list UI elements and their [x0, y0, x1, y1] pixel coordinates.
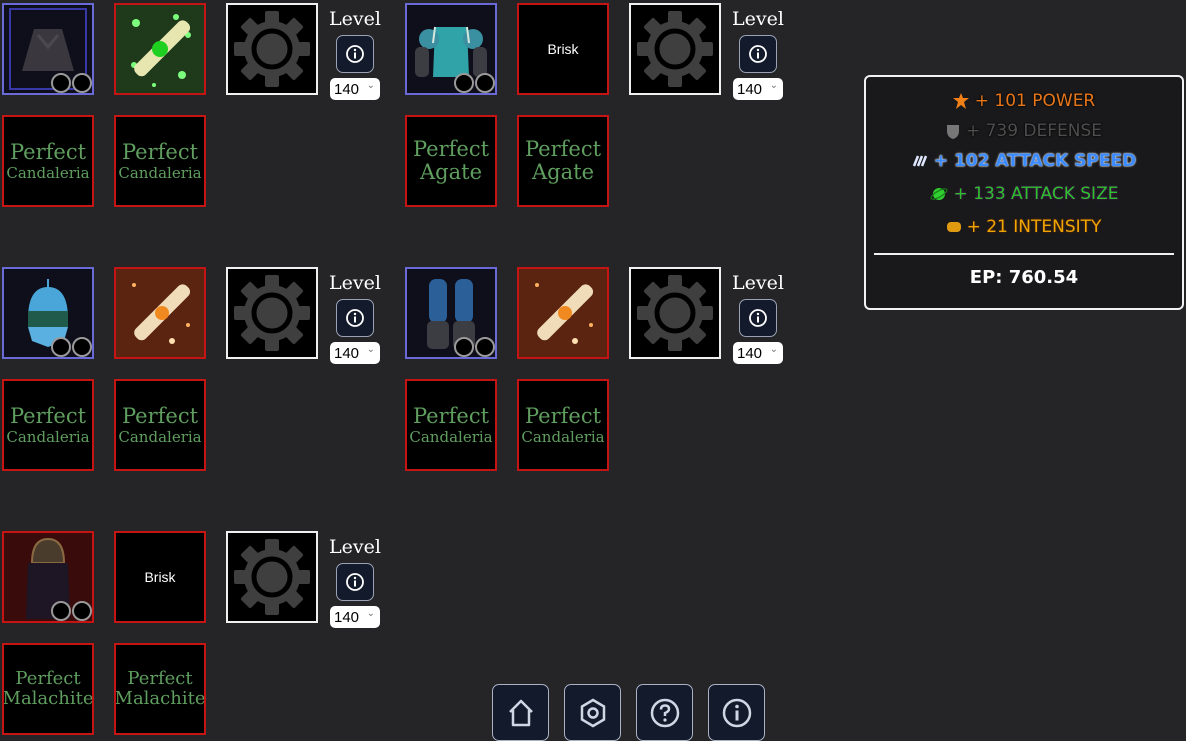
home-button[interactable] — [492, 684, 549, 741]
info-icon — [346, 573, 364, 591]
reforge-slot[interactable] — [629, 3, 721, 95]
info-icon — [346, 45, 364, 63]
level-info-button[interactable] — [336, 35, 374, 73]
stat-attack-speed: + 102 ATTACK SPEED — [866, 151, 1182, 171]
help-button[interactable] — [636, 684, 693, 741]
info-icon — [749, 45, 767, 63]
stat-power: + 101 POWER — [866, 91, 1182, 111]
orange-scroll-icon — [116, 269, 204, 357]
level-info-button[interactable] — [739, 299, 777, 337]
settings-button[interactable] — [564, 684, 621, 741]
attack-speed-icon — [912, 155, 927, 167]
bottom-nav — [492, 684, 780, 741]
defense-icon — [946, 125, 959, 139]
level-control: Level 140⌄ — [328, 8, 382, 100]
info-button[interactable] — [708, 684, 765, 741]
level-select[interactable]: 140⌄ — [330, 78, 380, 100]
armor-slot[interactable] — [405, 267, 497, 359]
level-control: Level 140⌄ — [731, 272, 785, 364]
socket-pair — [50, 73, 92, 93]
reforge-slot[interactable] — [226, 531, 318, 623]
gear-icon — [234, 539, 310, 615]
gear-icon — [234, 275, 310, 351]
info-icon — [722, 698, 751, 727]
level-select[interactable]: 140⌄ — [733, 78, 783, 100]
level-label: Level — [732, 272, 784, 294]
chevron-down-icon: ⌄ — [769, 80, 778, 91]
enchant-slot[interactable]: Brisk — [114, 531, 206, 623]
socket-pair — [50, 337, 92, 357]
level-label: Level — [329, 8, 381, 30]
enchant-slot[interactable]: Brisk — [517, 3, 609, 95]
intensity-icon — [946, 222, 961, 232]
level-select[interactable]: 140⌄ — [330, 606, 380, 628]
enchant-slot[interactable] — [114, 267, 206, 359]
level-info-button[interactable] — [336, 299, 374, 337]
enchant-label: Brisk — [144, 569, 176, 585]
reforge-slot[interactable] — [226, 267, 318, 359]
enchant-slot[interactable] — [517, 267, 609, 359]
power-icon — [952, 93, 969, 109]
level-select[interactable]: 140⌄ — [733, 342, 783, 364]
level-label: Level — [329, 536, 381, 558]
stat-intensity: + 21 INTENSITY — [866, 217, 1182, 237]
orange-scroll-icon — [519, 269, 607, 357]
green-scroll-icon — [116, 5, 204, 93]
socket-pair — [453, 337, 495, 357]
level-label: Level — [329, 272, 381, 294]
robe-armor-icon — [9, 8, 87, 90]
armor-slot[interactable] — [2, 267, 94, 359]
chevron-down-icon: ⌄ — [366, 344, 375, 355]
hexagon-settings-icon — [580, 698, 605, 727]
level-label: Level — [732, 8, 784, 30]
reforge-slot[interactable] — [629, 267, 721, 359]
level-select[interactable]: 140⌄ — [330, 342, 380, 364]
socket-pair — [453, 73, 495, 93]
question-icon — [650, 698, 679, 727]
enchant-label: Brisk — [547, 41, 579, 57]
level-control: Level 140⌄ — [328, 272, 382, 364]
gear-icon — [637, 11, 713, 87]
armor-slot[interactable] — [2, 3, 94, 95]
reforge-slot[interactable] — [226, 3, 318, 95]
stat-defense: + 739 DEFENSE — [866, 121, 1182, 141]
level-info-button[interactable] — [739, 35, 777, 73]
stat-attack-size: + 133 ATTACK SIZE — [866, 184, 1182, 204]
level-info-button[interactable] — [336, 563, 374, 601]
attack-size-icon — [930, 188, 948, 200]
info-icon — [346, 309, 364, 327]
armor-slot[interactable] — [2, 531, 94, 623]
stats-divider — [874, 253, 1174, 255]
gear-icon — [234, 11, 310, 87]
armor-slot[interactable] — [405, 3, 497, 95]
ep-value: EP: 760.54 — [969, 267, 1079, 288]
level-control: Level 140⌄ — [328, 536, 382, 628]
stats-panel: + 101 POWER + 739 DEFENSE + 102 ATTACK S… — [864, 75, 1184, 310]
chevron-down-icon: ⌄ — [366, 80, 375, 91]
level-control: Level 140⌄ — [731, 8, 785, 100]
chevron-down-icon: ⌄ — [769, 344, 778, 355]
chestplate-armor-icon — [415, 26, 487, 77]
info-icon — [749, 309, 767, 327]
chevron-down-icon: ⌄ — [366, 608, 375, 619]
enchant-slot[interactable] — [114, 3, 206, 95]
home-icon — [508, 699, 533, 726]
socket-pair — [50, 601, 92, 621]
gear-icon — [637, 275, 713, 351]
